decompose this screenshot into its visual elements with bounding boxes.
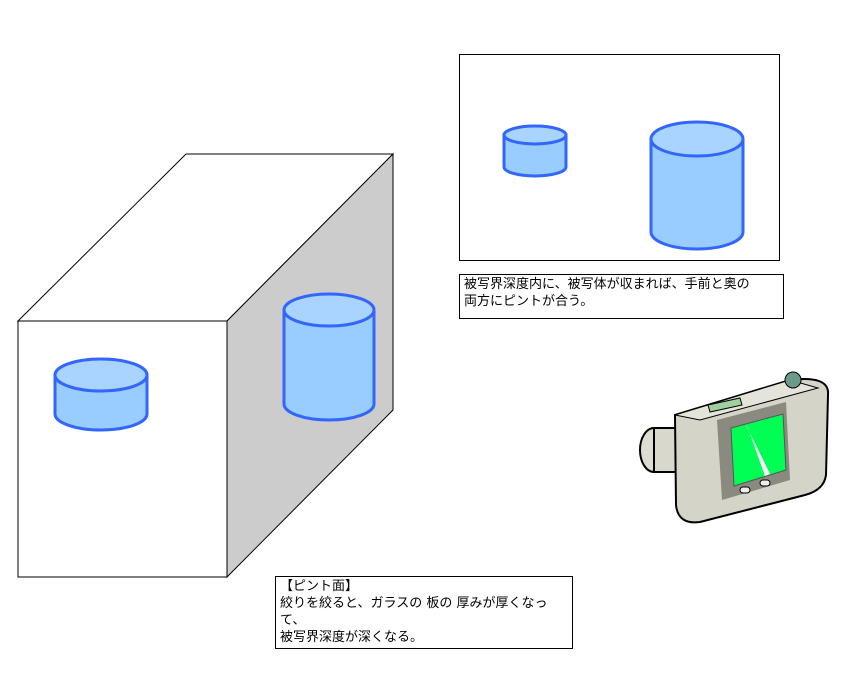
near-cylinder [53, 357, 149, 432]
view-small-cylinder [502, 124, 568, 178]
caption-top-line2: 両方にピントが合う。 [464, 294, 594, 309]
view-large-cylinder [649, 120, 745, 251]
far-cylinder [282, 292, 376, 422]
caption-bottom-line2: 被写界深度が深くなる。 [280, 630, 424, 645]
caption-bottom-line1: 絞りを絞ると、ガラスの 板の 厚みが厚くなって、 [280, 596, 548, 628]
caption-bottom: 【ピント面】 絞りを絞ると、ガラスの 板の 厚みが厚くなって、 被写界深度が深く… [275, 576, 573, 649]
caption-bottom-heading: 【ピント面】 [280, 579, 359, 594]
caption-top: 被写界深度内に、被写体が収まれば、手前と奥の 両方にピントが合う。 [459, 274, 784, 319]
caption-top-line1: 被写界深度内に、被写体が収まれば、手前と奥の [464, 277, 750, 292]
camera-icon [639, 371, 830, 524]
